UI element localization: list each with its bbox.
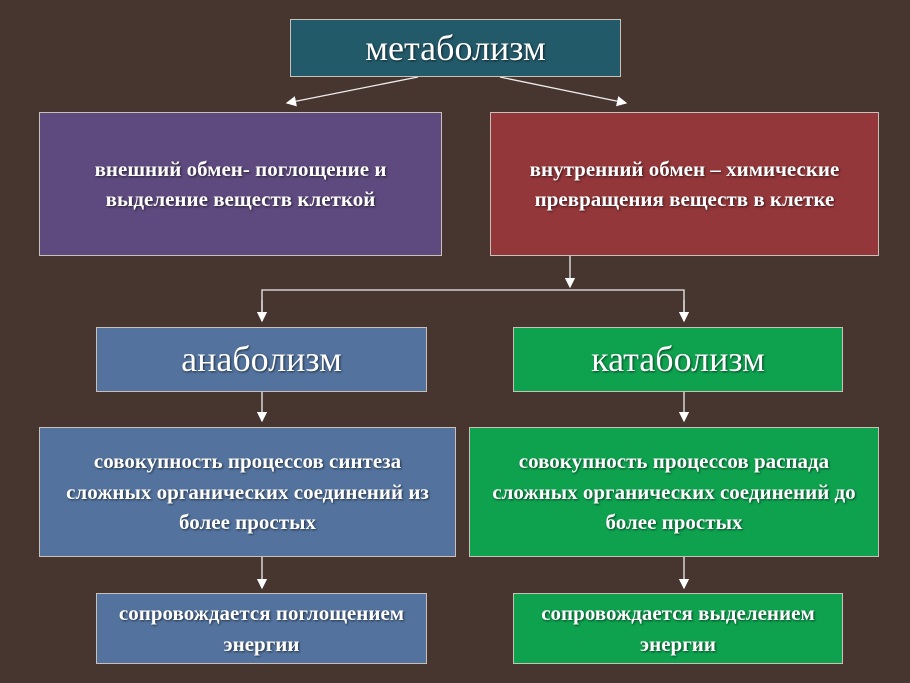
catabolism-box: катаболизм <box>513 327 843 392</box>
arrow-to-external <box>285 76 419 107</box>
metabolism-title-box: метаболизм <box>290 19 621 77</box>
catabolism-description-box: совокупность процессов распада сложных о… <box>469 427 879 557</box>
catabolism-energy-box: сопровождается выделением энергии <box>513 593 843 664</box>
anabolism-energy-box: сопровождается поглощением энергии <box>96 593 427 664</box>
branch-line <box>261 289 685 321</box>
arrow-to-internal <box>499 76 628 107</box>
anabolism-box: анаболизм <box>96 327 427 392</box>
internal-exchange-box: внутренний обмен – химические превращени… <box>490 112 879 256</box>
anabolism-description-box: совокупность процессов синтеза сложных о… <box>39 427 456 557</box>
external-exchange-box: внешний обмен- поглощение и выделение ве… <box>39 112 442 256</box>
